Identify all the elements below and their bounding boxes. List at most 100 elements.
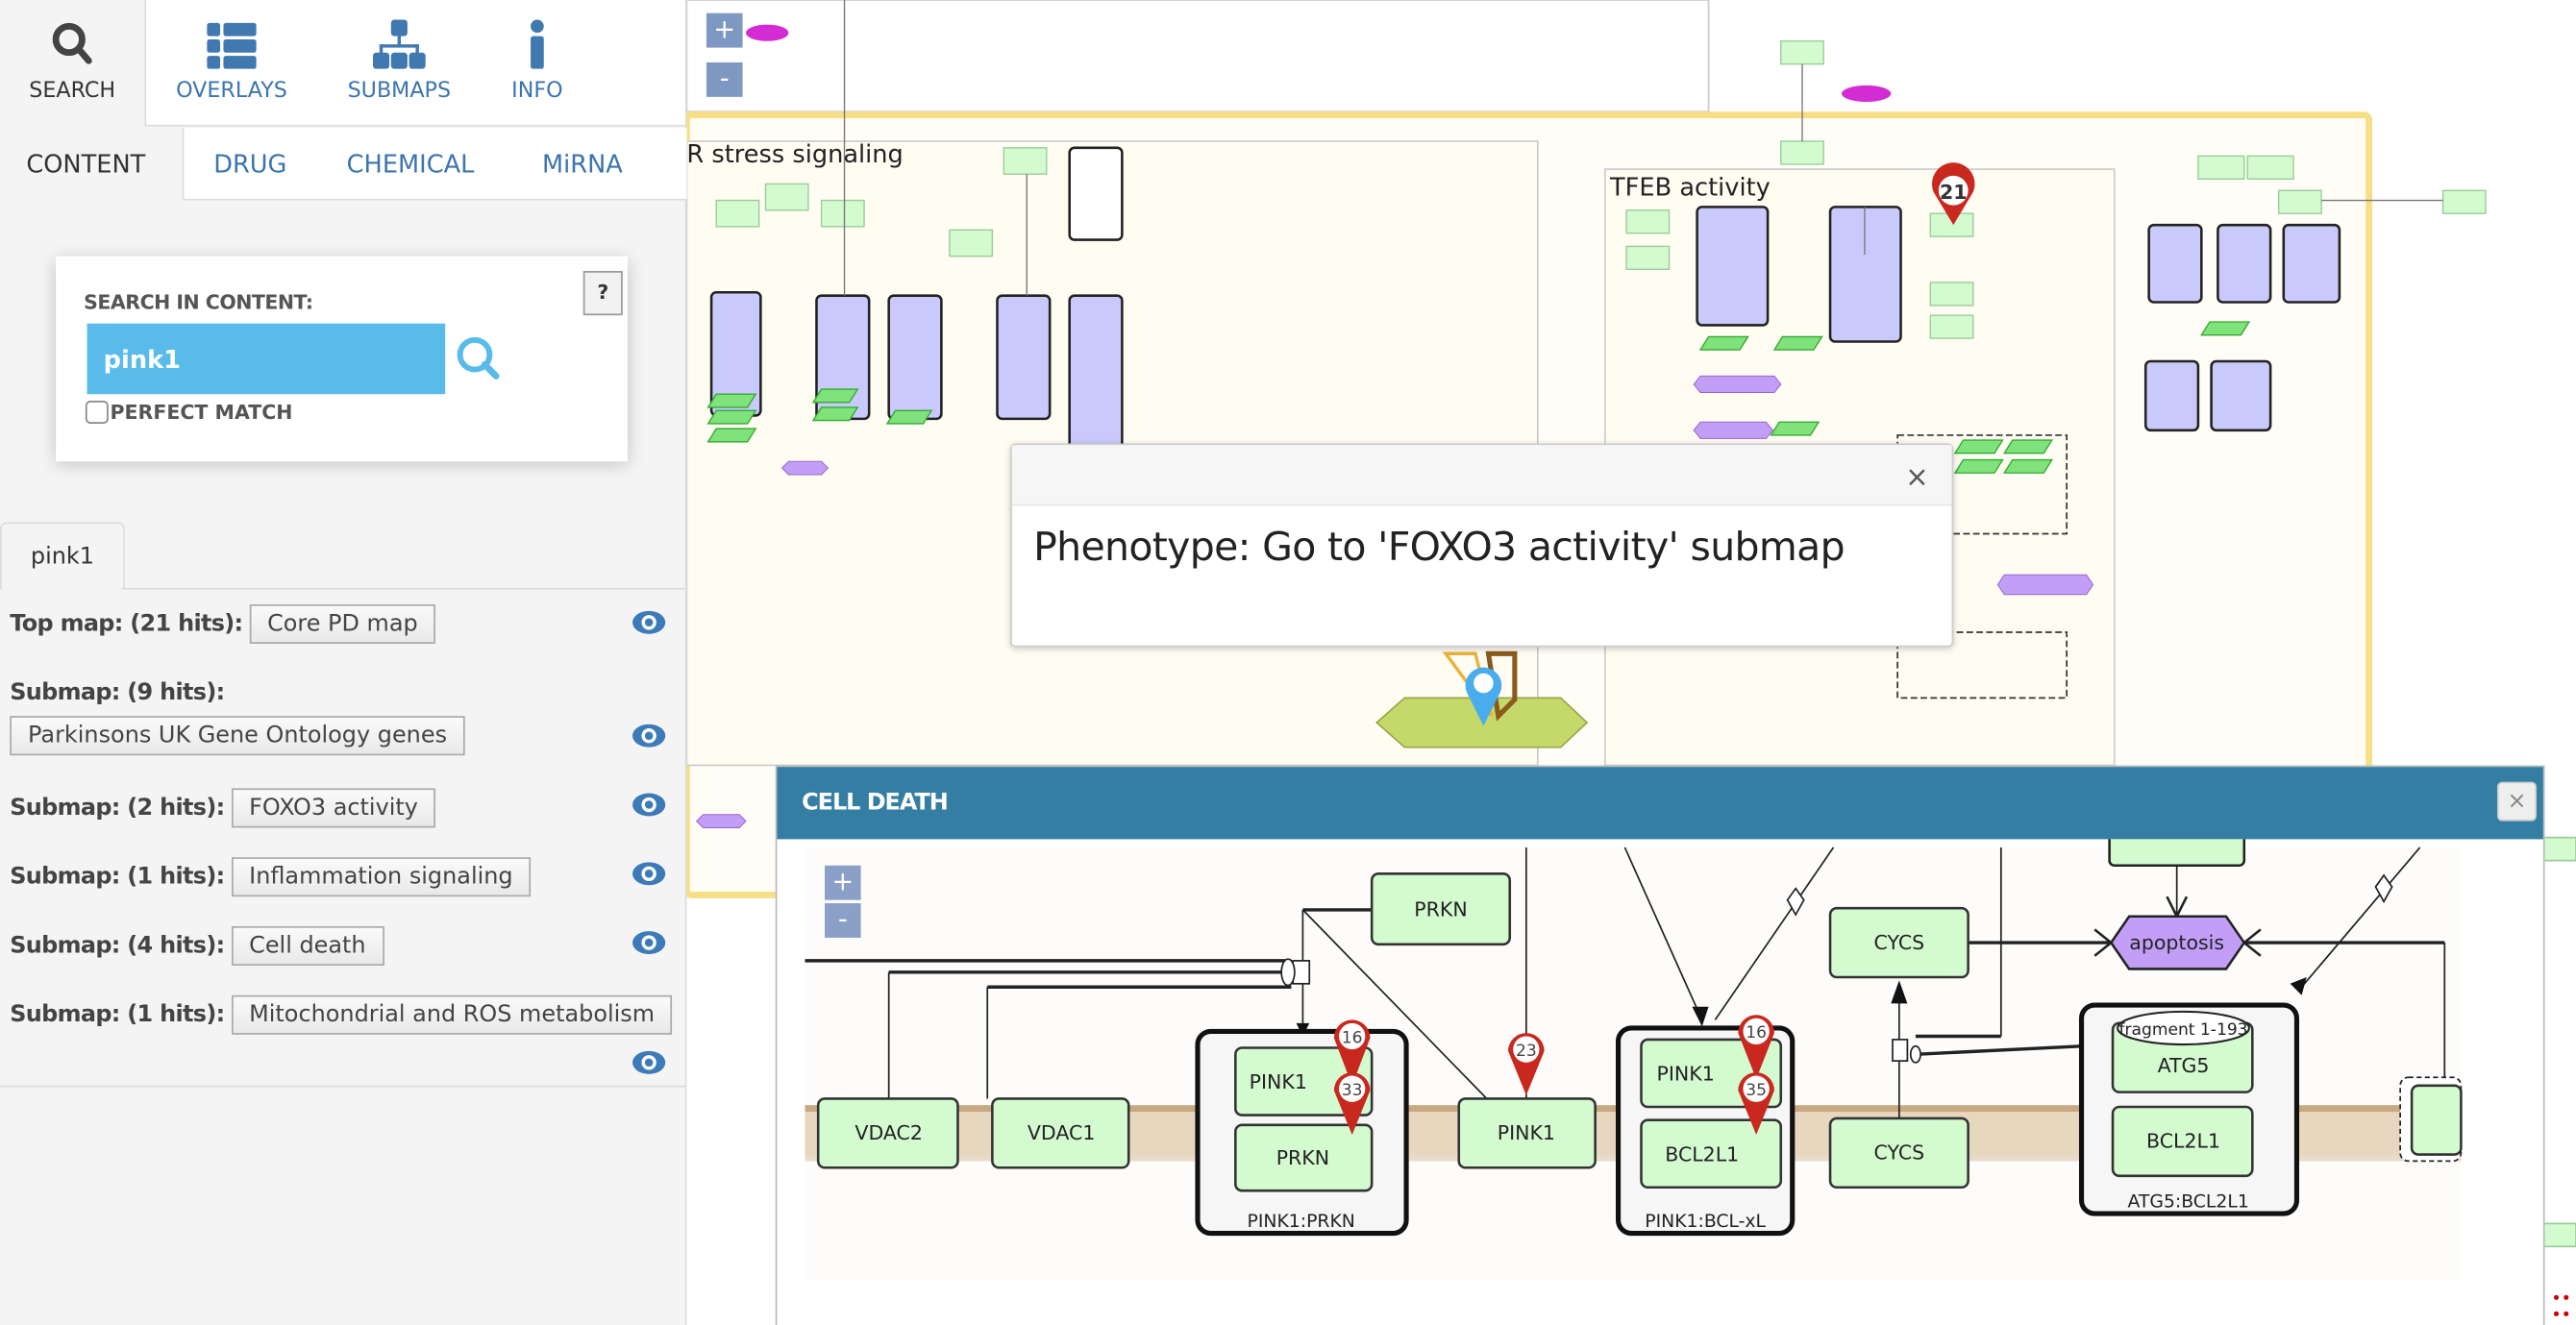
search-panel: SEARCH IN CONTENT: ? PERFECT MATCH [56,256,628,462]
search-label: SEARCH IN CONTENT: [84,290,313,314]
tab-label: SEARCH [29,79,116,104]
group-title-er-stress: R stress signaling [686,140,903,169]
selected-marker-icon[interactable] [1465,667,1502,726]
perfect-match-checkbox[interactable] [85,401,109,424]
complex-label: ATG5:BCL2L1 [2128,1191,2249,1212]
node-pink1: PINK1 [1250,1070,1307,1093]
open-map-button[interactable]: Core PD map [249,603,436,645]
open-map-button[interactable]: FOXO3 activity [231,788,436,828]
info-popup: × Phenotype: Go to 'FOXO3 activity' subm… [1010,443,1954,648]
node-vdac1: VDAC1 [1028,1121,1095,1144]
svg-text:16: 16 [1746,1023,1767,1043]
info-icon [531,19,544,69]
tab-info[interactable]: INFO [486,0,588,125]
result-label: Submap: (4 hits): [10,932,225,960]
apoptosis-phenotype[interactable] [2109,915,2246,970]
result-label: Submap: (9 hits): [10,679,225,706]
search-marker-21[interactable]: 21 [1932,162,1975,226]
node-bcl2l1: BCL2L1 [1665,1142,1739,1166]
search-input[interactable] [87,323,446,395]
node-cycs: CYCS [1873,931,1924,954]
search-marker-23[interactable]: 23 [1508,1033,1545,1096]
result-row: Submap: (9 hits): [10,680,231,706]
complex-label: PINK1:BCL-xL [1645,1212,1766,1232]
eye-icon[interactable] [631,861,667,887]
result-label: Submap: (2 hits): [10,795,225,822]
node-pink1: PINK1 [1498,1121,1555,1144]
complex-label: PINK1:PRKN [1248,1212,1355,1232]
result-row: Submap: (4 hits):Cell death [10,925,384,967]
group-title-tfeb: TFEB activity [1609,173,1771,202]
window-zoom-in-button[interactable]: + [825,865,861,900]
svg-text:33: 33 [1342,1081,1363,1100]
search-marker-33[interactable]: 33 [1333,1072,1371,1136]
eye-icon[interactable] [631,723,667,748]
popup-close-button[interactable]: × [1905,461,1929,495]
search-marker-16[interactable]: 16 [1333,1019,1371,1086]
open-map-button[interactable]: Parkinsons UK Gene Ontology genes [10,716,465,756]
search-marker-35[interactable]: 35 [1738,1072,1774,1136]
eye-icon[interactable] [631,792,667,818]
tab-label: OVERLAYS [176,79,287,104]
perfect-match-option[interactable]: PERFECT MATCH [85,401,293,424]
svg-text:16: 16 [1342,1028,1363,1047]
results-tab-pink1[interactable]: pink1 [0,522,125,590]
list-icon [207,22,257,69]
window-close-button[interactable]: × [2496,781,2538,822]
help-button[interactable]: ? [582,271,623,316]
search-marker-16[interactable]: 16 [1738,1015,1774,1079]
node-prkn: PRKN [1276,1146,1329,1169]
tab-label: INFO [511,79,563,104]
svg-text:21: 21 [1940,181,1968,204]
window-title: CELL DEATH [802,790,949,817]
svg-text:23: 23 [1516,1042,1537,1061]
node-cycs: CYCS [1873,1141,1924,1165]
result-label: Submap: (1 hits): [10,864,225,891]
result-label: Top map: (21 hits): [10,610,243,638]
result-row: Parkinsons UK Gene Ontology genes [10,716,465,756]
tab-submaps[interactable]: SUBMAPS [329,0,470,125]
open-map-button[interactable]: Cell death [231,925,384,967]
svg-text:35: 35 [1746,1081,1767,1100]
popup-header [1011,445,1952,506]
content-tabs: CONTENT DRUG CHEMICAL MiRNA [0,128,687,201]
search-icon [52,22,92,64]
result-row: Submap: (2 hits):FOXO3 activity [10,788,436,828]
window-header[interactable]: CELL DEATH × [777,767,2543,840]
reaction-lines [805,847,2446,1118]
tab-overlays[interactable]: OVERLAYS [161,0,303,125]
result-label: Submap: (1 hits): [10,1001,225,1028]
node-atg5: ATG5 [2158,1054,2210,1077]
tab-content[interactable]: CONTENT [26,149,146,180]
eye-icon[interactable] [631,929,667,955]
eye-icon[interactable] [631,1049,667,1075]
result-row: Top map: (21 hits):Core PD map [10,603,436,645]
result-row: Submap: (1 hits):Mitochondrial and ROS m… [10,994,673,1035]
open-map-button[interactable]: Mitochondrial and ROS metabolism [231,994,673,1035]
cell-death-window: CELL DEATH × [775,765,2545,1325]
search-button[interactable] [454,333,503,382]
background-complexes [709,146,2341,495]
tab-chemical[interactable]: CHEMICAL [346,149,475,180]
perfect-match-label: PERFECT MATCH [110,401,293,424]
tab-mirna[interactable]: MiRNA [542,149,623,180]
sidebar: SEARCH OVERLAYS SUBMAPS INFO CONTENT DRU… [0,0,687,1325]
background-phenotypes [695,375,2094,828]
tab-label: SUBMAPS [347,79,452,104]
fragment-label: fragment 1-193 [2118,1020,2247,1040]
main-tabs: SEARCH OVERLAYS SUBMAPS INFO [0,0,685,127]
tab-search[interactable]: SEARCH [0,0,144,125]
node-pink1: PINK1 [1657,1063,1715,1086]
map-zoom-out-button[interactable]: - [706,61,743,97]
window-zoom-out-button[interactable]: - [825,903,861,938]
node-apoptosis: apoptosis [2129,931,2224,954]
background-rna-nodes [706,321,2251,474]
open-map-button[interactable]: Inflammation signaling [231,857,532,897]
eye-icon[interactable] [631,609,667,635]
cell-death-diagram[interactable]: PINK1:PRKN PINK1:BCL-xL ATG5:BCL2L1 frag… [777,839,2542,1325]
process-nodes [1280,873,2393,1064]
sitemap-icon [372,19,426,69]
tab-drug[interactable]: DRUG [213,149,287,180]
search-results: Top map: (21 hits):Core PD map Submap: (… [0,590,685,1088]
map-zoom-in-button[interactable]: + [706,12,743,48]
